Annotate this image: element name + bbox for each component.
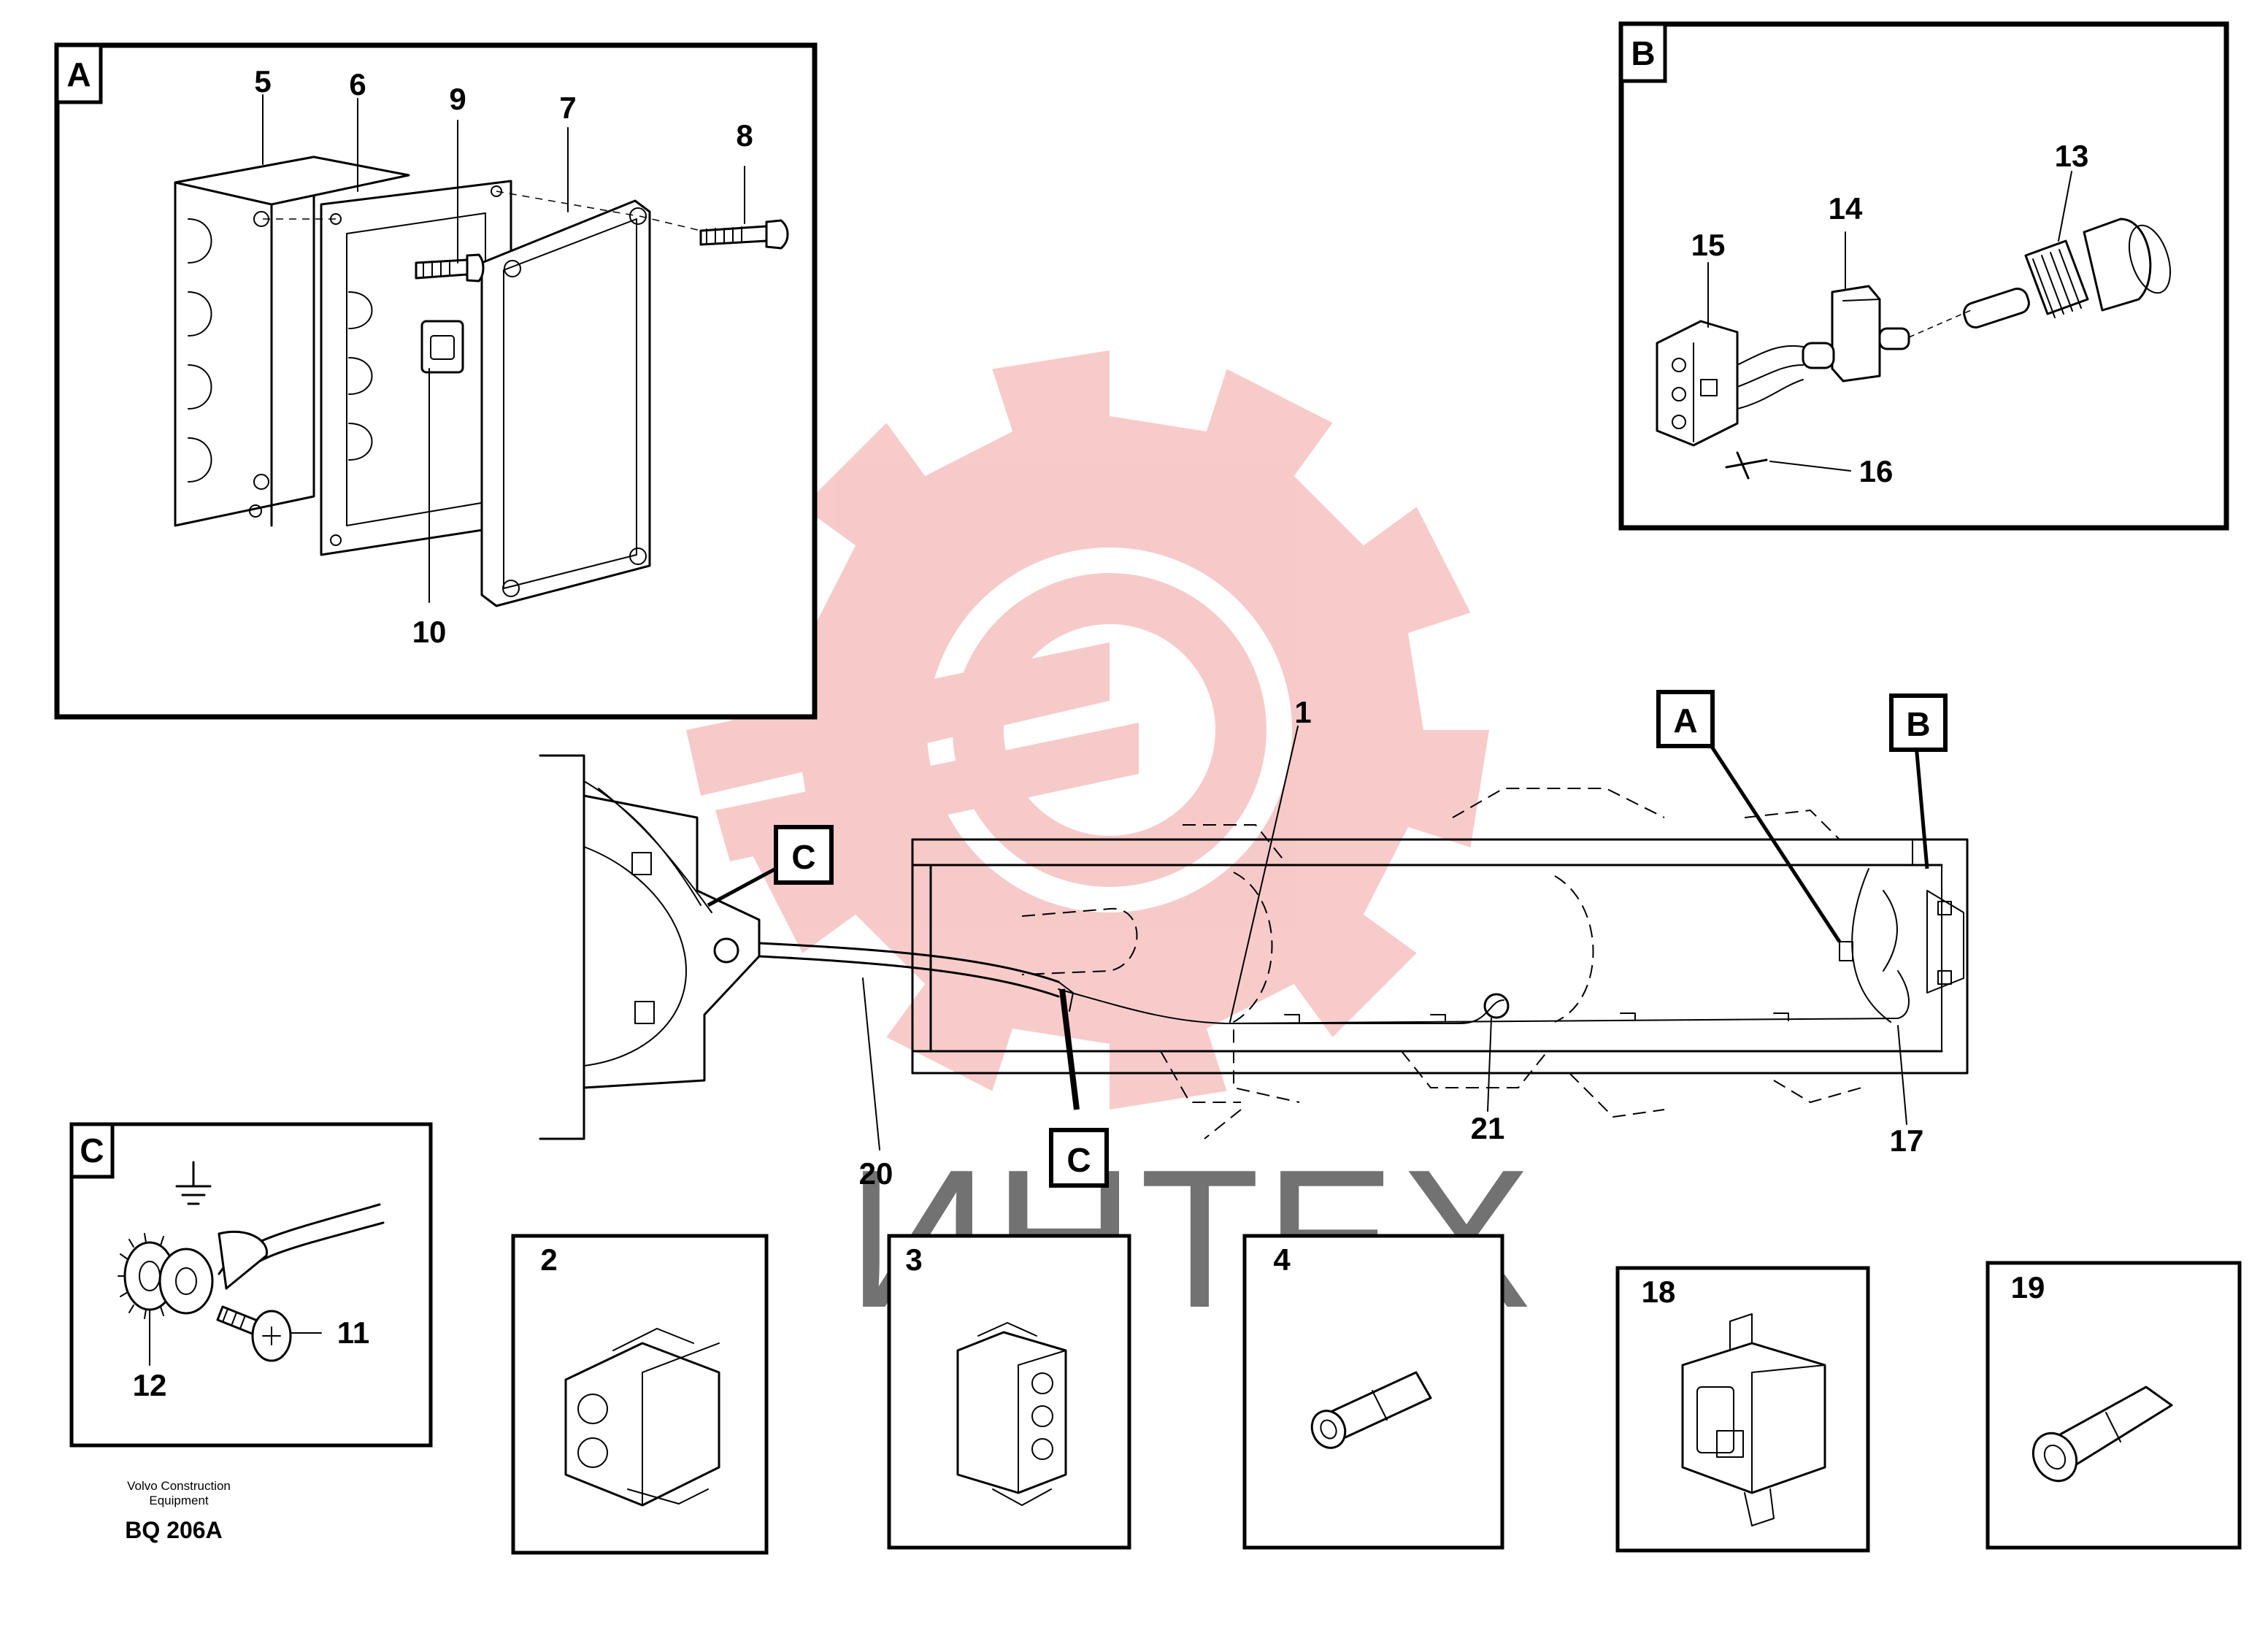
ground-symbol-icon bbox=[175, 1161, 212, 1205]
panel-c-label-box bbox=[69, 1122, 115, 1179]
panel-a-label-box bbox=[55, 43, 103, 104]
ground-screw bbox=[216, 1305, 292, 1362]
panel-b-label: B bbox=[1631, 34, 1655, 72]
cable-lug bbox=[158, 1248, 214, 1315]
part-box-4: 4 bbox=[1242, 1234, 1504, 1550]
callout-20: 20 bbox=[859, 1156, 893, 1191]
detail-panel-a: A bbox=[54, 42, 818, 720]
connector-housing-icon bbox=[1681, 1313, 1826, 1526]
pointer-arrows bbox=[707, 729, 1929, 1110]
ground-cable bbox=[218, 1203, 385, 1290]
callout-8: 8 bbox=[736, 118, 753, 153]
cover-screw bbox=[699, 219, 789, 250]
callout-19: 19 bbox=[2011, 1270, 2045, 1305]
switch-bracket bbox=[1802, 285, 1910, 383]
callout-6: 6 bbox=[349, 67, 366, 101]
cable-harness bbox=[758, 890, 1910, 1024]
terminal-block bbox=[420, 320, 464, 374]
footer-company-line1: Volvo Construction bbox=[127, 1479, 231, 1493]
callout-2: 2 bbox=[540, 1242, 557, 1277]
watermark-gear-logo: ИНТЕХ bbox=[686, 350, 1531, 1349]
part-box-18: 18 bbox=[1615, 1266, 1870, 1553]
callout-17: 17 bbox=[1890, 1123, 1924, 1158]
panel-a-label: A bbox=[66, 55, 91, 93]
callout-7: 7 bbox=[559, 91, 576, 125]
pointer-a-box bbox=[1656, 690, 1715, 748]
switch-connector bbox=[1656, 320, 1804, 447]
watermark-gear-icon bbox=[686, 350, 1489, 1110]
footer-drawing-code: BQ 206A bbox=[125, 1517, 222, 1543]
callout-9: 9 bbox=[449, 82, 466, 116]
callout-11: 11 bbox=[337, 1315, 369, 1350]
watermark-swoosh bbox=[686, 642, 1139, 861]
footer-company-line2: Equipment bbox=[149, 1494, 209, 1507]
sleeve-terminal-icon bbox=[2031, 1386, 2173, 1483]
panel-c-label: C bbox=[80, 1131, 104, 1169]
mounting-screw bbox=[415, 253, 485, 283]
callout-10: 10 bbox=[412, 615, 447, 649]
part-box-2: 2 bbox=[511, 1234, 769, 1555]
junction-box-housing bbox=[174, 155, 410, 527]
callout-14: 14 bbox=[1829, 191, 1863, 226]
left-housing bbox=[539, 754, 761, 1140]
callout-13: 13 bbox=[2055, 139, 2089, 173]
contact-pin bbox=[1725, 451, 1768, 480]
callout-4: 4 bbox=[1273, 1242, 1291, 1277]
panel-c-frame bbox=[69, 1122, 433, 1448]
frame-rails bbox=[911, 838, 1969, 1075]
callout-12: 12 bbox=[133, 1368, 167, 1402]
callout-3: 3 bbox=[905, 1242, 922, 1277]
pointer-c-bottom-label: C bbox=[1066, 1141, 1091, 1179]
callout-1: 1 bbox=[1294, 695, 1311, 729]
callout-16: 16 bbox=[1859, 454, 1894, 488]
pointer-b-label: B bbox=[1906, 705, 1930, 743]
detail-panel-b: B 15 bbox=[1618, 21, 2229, 531]
callout-5: 5 bbox=[254, 64, 271, 99]
pin-terminal-icon bbox=[1310, 1371, 1432, 1449]
detail-panel-c: C 11 12 bbox=[69, 1122, 433, 1448]
main-assembly-view: C C A B 1 20 21 17 bbox=[539, 690, 1969, 1191]
rear-components bbox=[1839, 868, 1964, 1023]
callout-15: 15 bbox=[1691, 228, 1726, 262]
callout-21: 21 bbox=[1471, 1111, 1505, 1145]
part-box-19: 19 bbox=[1986, 1261, 2242, 1550]
connector-3-way-icon bbox=[956, 1322, 1067, 1506]
part-box-3: 3 bbox=[887, 1234, 1131, 1550]
panel-b-label-box bbox=[1619, 22, 1667, 83]
pointer-c-bottom-box bbox=[1049, 1128, 1109, 1188]
connector-2-way-icon bbox=[564, 1328, 720, 1507]
pointer-b-box bbox=[1889, 693, 1948, 752]
hidden-components-outline bbox=[1021, 788, 1862, 1140]
pointer-a-label: A bbox=[1673, 702, 1697, 739]
pointer-c-top-label: C bbox=[791, 838, 815, 876]
toggle-switch bbox=[1963, 218, 2172, 328]
pointer-c-top-box bbox=[774, 825, 834, 885]
callout-18: 18 bbox=[1642, 1275, 1676, 1309]
cover-plate bbox=[480, 199, 651, 607]
footer-credit: Volvo Construction Equipment BQ 206A bbox=[125, 1479, 231, 1543]
